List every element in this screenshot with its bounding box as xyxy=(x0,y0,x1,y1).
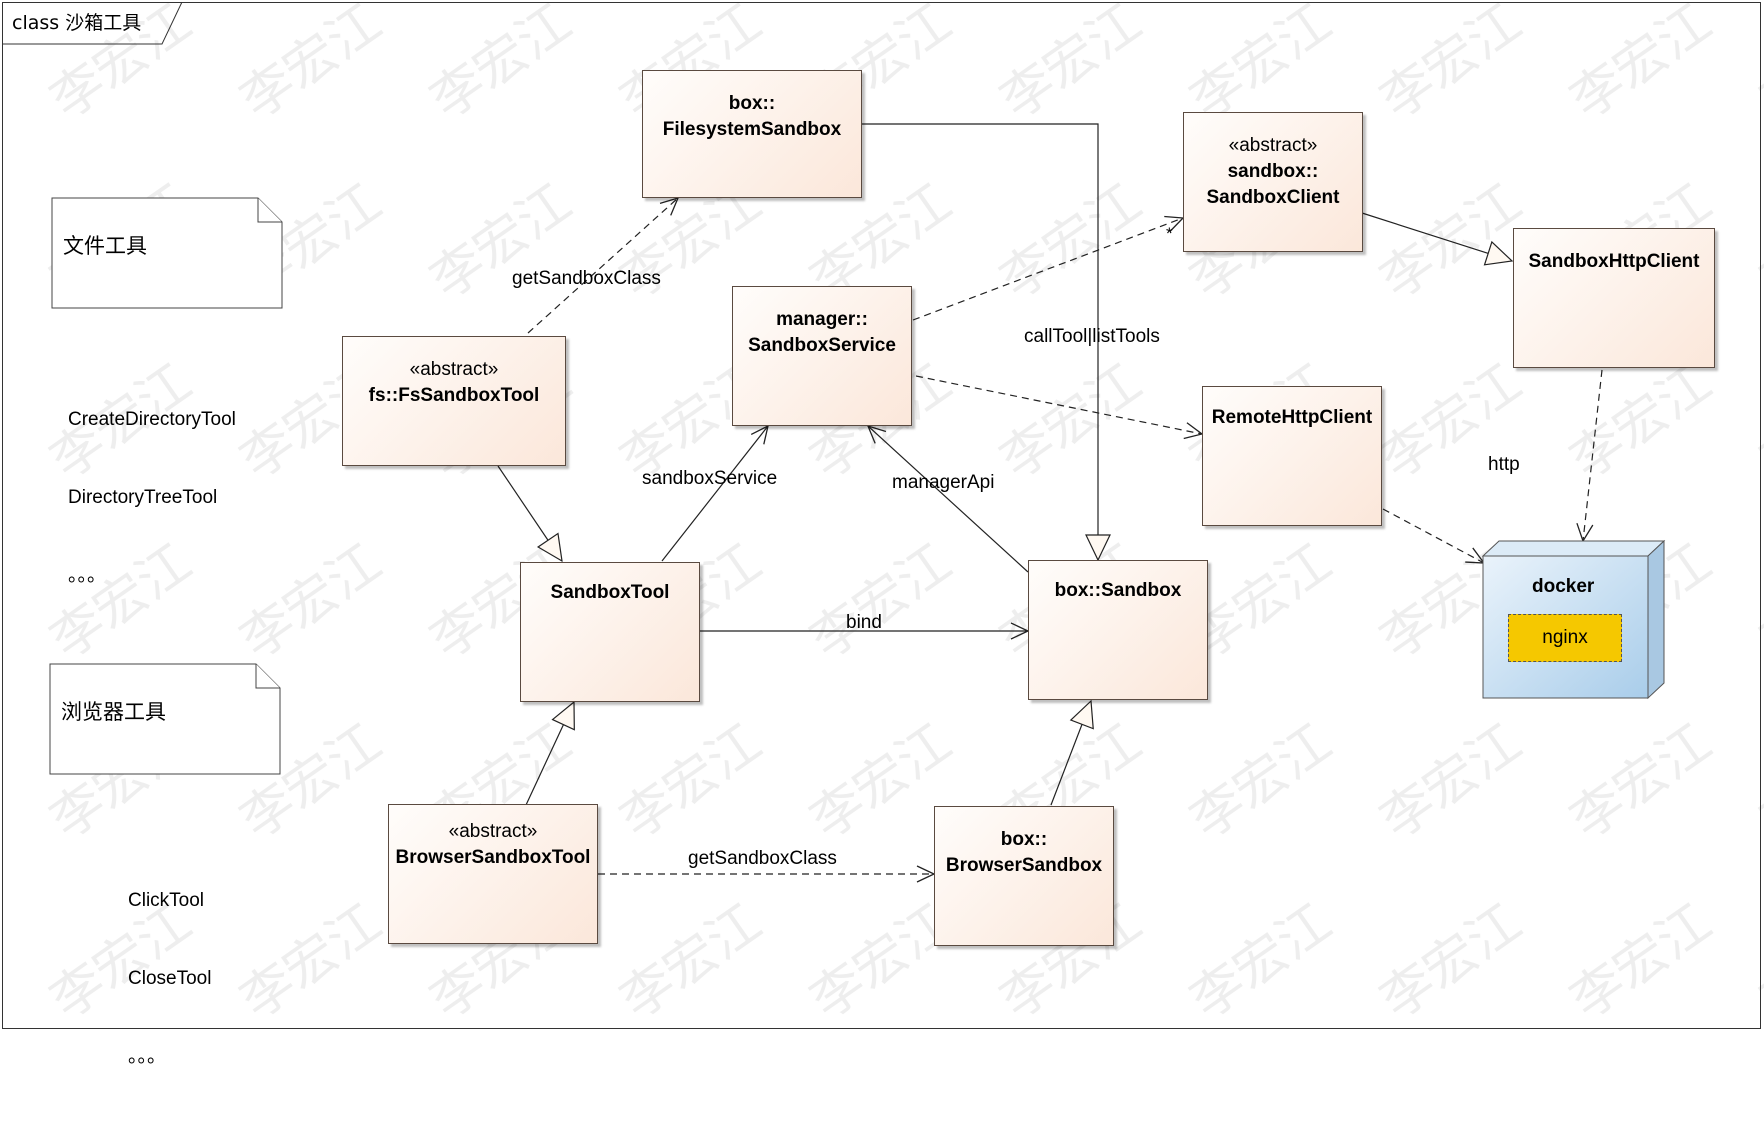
note-browser-tools[interactable]: 浏览器工具 xyxy=(49,663,281,775)
label-multiplicity: * xyxy=(1166,224,1173,243)
edge-service-to-remote xyxy=(915,375,1202,434)
edge-remote-to-docker xyxy=(1382,508,1484,563)
label-manager-api: managerApi xyxy=(892,472,995,493)
class-sandbox-service[interactable]: manager:: SandboxService xyxy=(732,286,912,426)
class-fs-sandbox-tool-stereotype: «abstract» xyxy=(409,359,499,380)
class-sandbox-http-client-name: SandboxHttpClient xyxy=(1528,251,1700,272)
component-nginx[interactable]: nginx xyxy=(1508,614,1622,662)
edge-sandboxtool-to-service xyxy=(661,426,768,562)
class-fs-sandbox-tool[interactable]: «abstract» fs::FsSandboxTool xyxy=(342,336,566,466)
class-sandbox-client-name: SandboxClient xyxy=(1206,187,1340,208)
class-browser-sandbox-tool-name: BrowserSandboxTool xyxy=(395,847,591,868)
class-filesystem-sandbox[interactable]: box:: FilesystemSandbox xyxy=(642,70,862,198)
label-call-tool: callTool|listTools xyxy=(1024,326,1160,347)
class-sandbox-client-ns: sandbox:: xyxy=(1227,161,1319,182)
class-sandbox-tool[interactable]: SandboxTool xyxy=(520,562,700,702)
class-sandbox-service-name: SandboxService xyxy=(748,335,896,356)
browser-tool-item: CloseTool xyxy=(128,968,212,989)
edge-httpclient-to-docker xyxy=(1583,369,1603,541)
class-sandbox-http-client[interactable]: SandboxHttpClient xyxy=(1513,228,1715,368)
file-tool-item: DirectoryTreeTool xyxy=(68,487,218,508)
label-http: http xyxy=(1488,454,1520,475)
class-sandbox-client[interactable]: «abstract» sandbox:: SandboxClient xyxy=(1183,112,1363,252)
class-sandbox-client-stereotype: «abstract» xyxy=(1228,135,1318,156)
class-remote-http-client-name: RemoteHttpClient xyxy=(1211,407,1373,428)
browser-tool-item: ClickTool xyxy=(128,890,205,911)
edge-service-to-client xyxy=(912,218,1183,321)
edge-sandbox-to-service xyxy=(868,426,1029,573)
note-browser-tools-text: 浏览器工具 xyxy=(61,700,166,724)
class-box-sandbox[interactable]: box::Sandbox xyxy=(1028,560,1208,700)
node-docker-name: docker xyxy=(1532,576,1595,597)
browser-tool-item: 。。。 xyxy=(128,1046,167,1067)
diagram-frame xyxy=(2,2,1761,1029)
connectors xyxy=(497,123,1666,1034)
edge-filesystem-to-sandbox xyxy=(862,123,1098,560)
file-tool-item: 。。。 xyxy=(68,565,107,586)
class-browser-sandbox-tool-stereotype: «abstract» xyxy=(448,821,538,842)
edge-fstool-to-sandboxtool xyxy=(497,465,562,561)
class-filesystem-sandbox-ns: box:: xyxy=(728,93,776,114)
file-tool-item: CreateDirectoryTool xyxy=(68,409,236,430)
class-browser-sandbox-ns: box:: xyxy=(1000,829,1048,850)
edge-browsertool-to-sandboxtool xyxy=(525,702,574,806)
label-get-sandbox-class-browser: getSandboxClass xyxy=(688,848,837,869)
diagram-canvas: 李宏江李宏江李宏江李宏江李宏江李宏江李宏江李宏江李宏江李宏江李宏江李宏江李宏江李… xyxy=(2,0,1764,1067)
frame-tab xyxy=(2,2,183,45)
note-file-tools-text: 文件工具 xyxy=(63,234,147,258)
note-file-tools-shape xyxy=(51,197,283,309)
class-fs-sandbox-tool-name: fs::FsSandboxTool xyxy=(368,385,540,406)
class-browser-sandbox-name: BrowserSandbox xyxy=(945,855,1103,876)
browser-tool-list: ClickTool CloseTool 。。。 xyxy=(128,836,211,1122)
edge-client-to-httpclient xyxy=(1361,212,1512,261)
class-box-sandbox-name: box::Sandbox xyxy=(1054,580,1182,601)
class-sandbox-tool-name: SandboxTool xyxy=(550,582,670,603)
note-file-tools[interactable]: 文件工具 xyxy=(51,197,283,309)
label-sandbox-service: sandboxService xyxy=(642,468,778,489)
class-remote-http-client[interactable]: RemoteHttpClient xyxy=(1202,386,1382,526)
frame-title: class 沙箱工具 xyxy=(12,12,142,34)
class-sandbox-service-ns: manager:: xyxy=(776,309,868,330)
edge-browsersandbox-to-sandbox xyxy=(1050,701,1091,806)
edge-fstool-to-filesystem xyxy=(527,198,678,334)
class-filesystem-sandbox-name: FilesystemSandbox xyxy=(662,119,842,140)
class-browser-sandbox-tool[interactable]: «abstract» BrowserSandboxTool xyxy=(388,804,598,944)
label-get-sandbox-class-fs: getSandboxClass xyxy=(512,268,661,289)
label-bind: bind xyxy=(846,612,882,633)
class-browser-sandbox[interactable]: box:: BrowserSandbox xyxy=(934,806,1114,946)
note-browser-tools-shape xyxy=(49,663,281,775)
file-tool-list: CreateDirectoryTool DirectoryTreeTool 。。… xyxy=(68,355,236,641)
